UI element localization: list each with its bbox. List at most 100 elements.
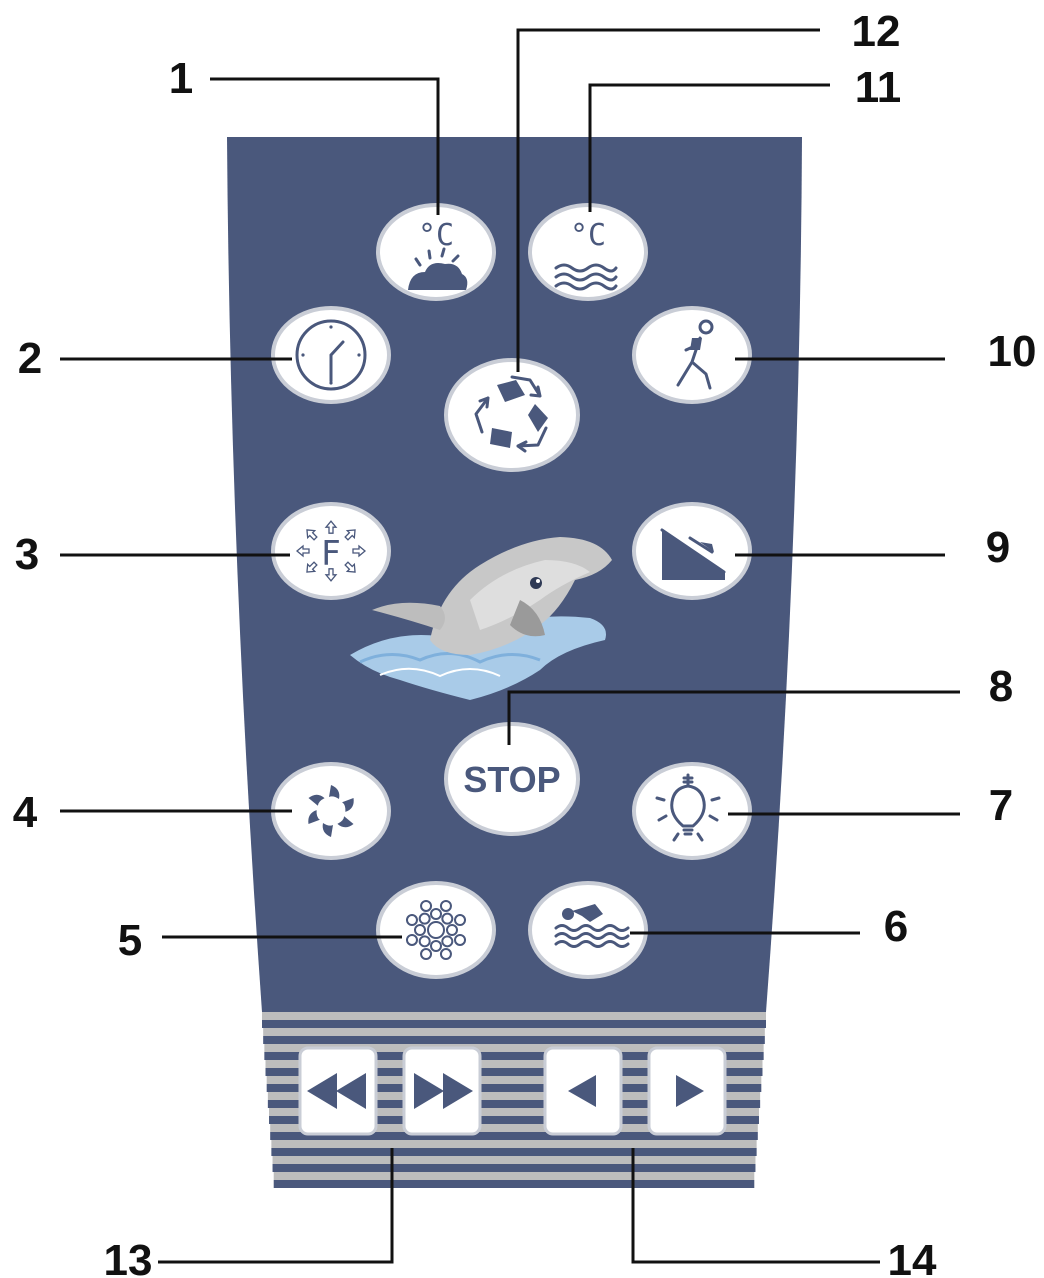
bubble <box>430 908 442 920</box>
btn-stop[interactable]: STOP <box>444 722 580 836</box>
bubble <box>454 933 467 946</box>
filter-arrow <box>295 544 310 558</box>
filter-arrow <box>344 529 356 541</box>
stripe <box>262 1012 766 1020</box>
stripe <box>266 1076 762 1084</box>
bubble <box>439 948 452 961</box>
bubble <box>427 921 445 939</box>
btn-clock[interactable] <box>271 306 391 404</box>
filter-arrow <box>306 561 318 573</box>
arrow-right-icon <box>676 1075 704 1107</box>
bubble <box>441 912 454 925</box>
filter-cycle-icon: F <box>295 520 367 582</box>
leader-line-14 <box>631 1148 880 1264</box>
filter-arrow <box>306 529 318 541</box>
callout-9: 9 <box>986 523 1010 572</box>
btn-light[interactable] <box>632 762 752 860</box>
bubble <box>405 914 418 927</box>
filter-arrow <box>344 561 356 573</box>
bubble <box>446 924 458 936</box>
callout-1: 1 <box>169 54 193 103</box>
arrow-left-icon <box>568 1075 596 1107</box>
stripe <box>269 1108 759 1116</box>
callout-5: 5 <box>118 916 142 965</box>
bubble <box>441 935 454 948</box>
callout-7: 7 <box>989 781 1013 830</box>
swirl-blade <box>308 794 325 806</box>
swirl-blade <box>337 816 354 828</box>
swirl-blade <box>329 785 340 799</box>
stripe-gap <box>263 1036 765 1044</box>
stripe <box>263 1028 765 1036</box>
callout-13: 13 <box>104 1236 153 1278</box>
callout-12: 12 <box>852 7 901 56</box>
stripe-gap <box>264 1052 764 1060</box>
stripe-gap <box>265 1068 763 1076</box>
water-temperature-icon: °C <box>554 218 618 291</box>
stripe <box>265 1060 763 1068</box>
light-bulb-icon <box>655 773 721 842</box>
filter-arrow <box>324 520 338 534</box>
air-temperature-icon: °C <box>408 218 468 290</box>
pump-swirl-icon <box>308 785 354 837</box>
dolphin-logo-icon <box>350 537 612 700</box>
btn-walking-person[interactable] <box>632 306 752 404</box>
leader-line-12 <box>516 28 820 372</box>
stripe-gap <box>273 1180 755 1188</box>
btn-fast-rewind[interactable] <box>298 1046 378 1136</box>
bubble <box>418 935 431 948</box>
clock-icon <box>295 319 367 391</box>
btn-filter-cycle[interactable]: F <box>271 502 391 600</box>
callout-2: 2 <box>18 334 42 383</box>
stripe <box>267 1092 761 1100</box>
btn-fast-forward[interactable] <box>402 1046 482 1136</box>
leader-line-1 <box>210 77 440 215</box>
callout-11: 11 <box>855 63 902 112</box>
bubble <box>420 948 433 961</box>
bubble <box>405 933 418 946</box>
stop-label: STOP <box>463 759 560 800</box>
callout-6: 6 <box>884 902 908 951</box>
btn-arrow-left[interactable] <box>543 1046 623 1136</box>
callout-10: 10 <box>988 327 1037 376</box>
stripe-gap <box>269 1116 759 1124</box>
air-temp-display: °C <box>418 218 454 253</box>
btn-air-temperature[interactable]: °C <box>376 203 496 301</box>
btn-recycle[interactable] <box>444 358 580 472</box>
callout-4: 4 <box>13 788 38 837</box>
bubble <box>420 899 433 912</box>
bubble <box>454 914 467 927</box>
btn-pump[interactable] <box>271 762 391 860</box>
callout-8: 8 <box>989 662 1013 711</box>
btn-water-temperature[interactable]: °C <box>528 203 648 301</box>
recycle-icon <box>474 375 548 453</box>
pool-cover-icon <box>660 528 726 580</box>
filter-display: F <box>321 534 341 574</box>
stripe <box>270 1124 758 1132</box>
leader-line-8 <box>507 690 960 745</box>
btn-air-bubbles[interactable] <box>376 881 496 979</box>
btn-arrow-right[interactable] <box>647 1046 727 1136</box>
stripe-gap <box>262 1020 766 1028</box>
stripe <box>264 1044 764 1052</box>
leader-line-13 <box>158 1148 394 1264</box>
bubble <box>418 912 431 925</box>
fast-forward-icon <box>414 1073 473 1109</box>
btn-pool-cover[interactable] <box>632 502 752 600</box>
stripe <box>273 1172 755 1180</box>
bubble <box>430 940 442 952</box>
btn-swimmer[interactable] <box>528 881 648 979</box>
callout-3: 3 <box>15 530 39 579</box>
water-temp-display: °C <box>570 218 606 253</box>
filter-arrow <box>352 544 367 558</box>
fast-rewind-icon <box>307 1073 366 1109</box>
bubble <box>414 924 426 936</box>
filter-arrow <box>324 568 338 582</box>
swirl-blade <box>322 823 333 837</box>
stripe-gap <box>272 1164 756 1172</box>
walking-person-icon <box>676 319 714 390</box>
bubble <box>439 899 452 912</box>
striped-bottom-section <box>262 1012 766 1188</box>
swirl-blade <box>308 810 320 824</box>
